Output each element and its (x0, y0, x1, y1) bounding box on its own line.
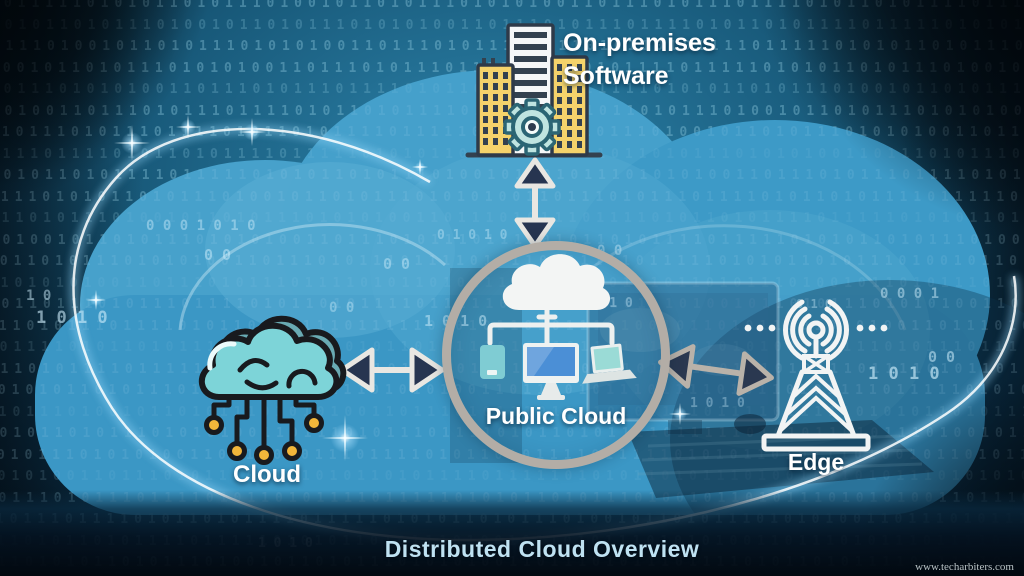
arrow-right-icon (658, 344, 774, 396)
bottom-band (0, 490, 1024, 576)
sparkle (672, 406, 688, 422)
cloud-shape (502, 254, 611, 310)
sparkle (414, 161, 426, 173)
phone-icon (480, 345, 505, 379)
diagram-title: Distributed Cloud Overview (384, 536, 700, 562)
scatter-digit: 0 0 (383, 255, 411, 273)
on-premises-icon (465, 23, 603, 158)
arrow-left-icon (339, 347, 445, 393)
sparkle (328, 421, 362, 455)
cloud-label: Cloud (233, 461, 301, 488)
laptop-icon (582, 343, 637, 384)
scatter-digit: 0 0 0 1 0 1 0 (146, 218, 256, 234)
monitor-icon (523, 343, 579, 400)
sparkle (179, 118, 197, 136)
on-premises-label: On-premises Software (563, 27, 716, 93)
sparkle (89, 293, 103, 307)
scatter-digit: 0 1 0 1 0 (437, 228, 508, 243)
watermark: www.techarbiters.com (915, 561, 1014, 573)
on-premises-label-line1: On-premises (563, 29, 716, 57)
sparkle (242, 122, 262, 142)
on-premises-label-line2: Software (563, 62, 669, 90)
gear-icon (503, 98, 561, 156)
scatter-digit: 1 0 1 0 (36, 308, 108, 328)
public-cloud-label: Public Cloud (485, 403, 627, 429)
edge-label: Edge (787, 449, 845, 475)
sparkle (119, 130, 145, 156)
radio-tower-icon (744, 299, 888, 452)
scatter-digit: 0 0 (204, 246, 232, 264)
scatter-digit: 0 0 (928, 348, 956, 366)
arrow-top-icon (514, 157, 556, 249)
scatter-digit: 1 0 (26, 288, 52, 304)
cloud-circuit-icon (198, 315, 347, 465)
public-cloud-ring: Public Cloud (442, 241, 670, 469)
signal-dots (744, 324, 888, 332)
public-cloud-icon (480, 254, 637, 400)
